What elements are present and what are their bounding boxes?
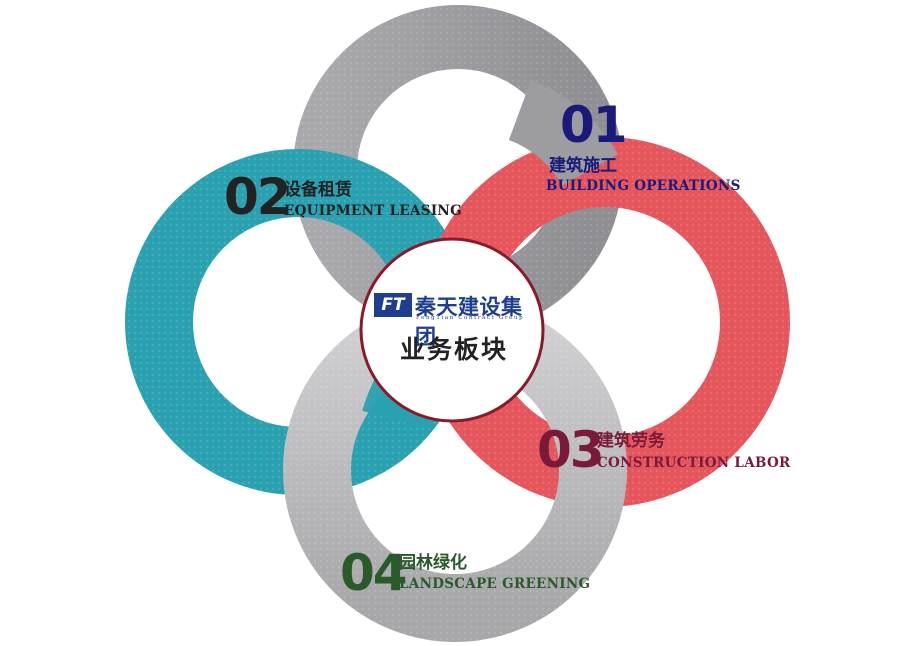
segment-02-number: 02 (224, 168, 292, 226)
company-subtitle: FengTian Contract Group (416, 315, 525, 321)
segment-03-en-label: CONSTRUCTION LABOR (597, 455, 791, 471)
segment-02-cn-label: 设备租赁 (284, 180, 352, 200)
company-name: 秦天建设集团 (415, 295, 523, 349)
segment-03-cn-label: 建筑劳务 (597, 431, 665, 451)
company-brand: FT 秦天建设集团 FengTian Contract Group (374, 293, 539, 349)
ring-top-overlap (507, 79, 618, 187)
center-circle (359, 237, 545, 423)
company-logo-mark: FT (374, 293, 412, 317)
segment-01-cn-label: 建筑施工 (549, 156, 617, 176)
segment-03-number: 03 (537, 421, 605, 479)
segment-04-cn-label: 园林绿化 (399, 553, 467, 573)
center-title: 业务板块 (399, 335, 508, 364)
segment-01-number: 01 (560, 96, 628, 154)
segment-01-en-label: BUILDING OPERATIONS (546, 178, 741, 194)
segment-04-en-label: LANDSCAPE GREENING (399, 576, 591, 592)
segment-04-number: 04 (340, 544, 408, 602)
segment-02-en-label: EQUIPMENT LEASING (284, 203, 462, 219)
